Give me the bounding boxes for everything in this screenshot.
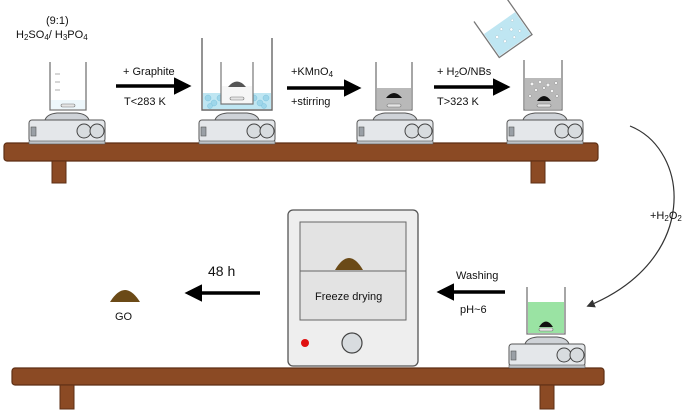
bottom-shelf <box>11 367 605 410</box>
water-nbs-label: + H2O/NBs <box>437 66 492 79</box>
kmno4-label: +KMnO4 <box>291 66 334 79</box>
stirrer-2-ice-bath <box>198 38 276 145</box>
time-label: 48 h <box>208 263 236 279</box>
h2o2-label: +H2O2 <box>650 210 682 223</box>
freeze-drying-label: Freeze drying <box>315 291 383 303</box>
curved-arrow <box>586 125 675 308</box>
dryer-knob <box>341 332 363 354</box>
acid-ratio-label: (9:1) <box>46 15 69 27</box>
temp1-label: T<283 K <box>124 96 166 108</box>
top-shelf <box>3 142 599 184</box>
go-label: GO <box>115 311 133 323</box>
go-product <box>110 290 140 302</box>
indicator-light <box>301 339 309 347</box>
stirrer-4 <box>506 60 584 145</box>
acid-label: H2SO4/ H3PO4 <box>16 29 88 42</box>
ph-label: pH~6 <box>460 304 487 316</box>
graphite-label: + Graphite <box>123 66 175 78</box>
stirrer-3 <box>356 62 434 145</box>
pouring-beaker <box>473 0 533 59</box>
washing-label: Washing <box>456 270 499 282</box>
stirrer-1 <box>28 62 106 145</box>
stirrer-5-washing <box>508 287 586 369</box>
stirring-label: +stirring <box>291 96 331 108</box>
freeze-dryer <box>287 209 419 367</box>
temp2-label: T>323 K <box>437 96 479 108</box>
